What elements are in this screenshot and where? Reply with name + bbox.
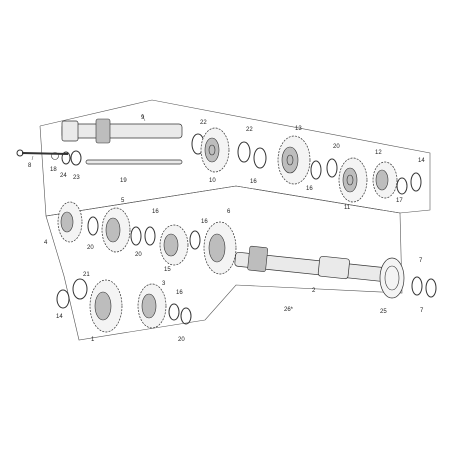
part-18-washer (51, 152, 59, 160)
callout-6: 6 (227, 209, 231, 215)
part-20-washer-b (87, 216, 99, 236)
callout-26: 26* (284, 307, 294, 313)
part-20-washer-d (180, 307, 192, 325)
callout-24: 24 (60, 173, 67, 179)
part-13-gear (277, 135, 311, 185)
callout-3: 3 (162, 281, 166, 287)
callout-14-b: 14 (56, 314, 63, 320)
callout-8: 8 (28, 163, 32, 169)
part-16-ring-c (144, 226, 156, 246)
part-16-ring-e (168, 303, 180, 321)
part-17-ring (396, 177, 408, 195)
callout-16-c: 16 (152, 209, 159, 215)
part-19-rod (85, 159, 183, 165)
callout-16-a: 16 (250, 179, 257, 185)
part-16-ring-a (253, 147, 267, 169)
callout-25: 25 (380, 309, 387, 315)
part-10-gear (200, 127, 230, 173)
part-2-main-shaft (234, 245, 386, 282)
callout-15: 15 (164, 267, 171, 273)
part-1-gear (89, 279, 123, 333)
callout-4: 4 (44, 240, 48, 246)
part-16-ring-d (189, 230, 201, 250)
part-3-gear (137, 283, 167, 329)
callout-22-a: 22 (200, 120, 207, 126)
callout-9: 9 (141, 115, 145, 121)
part-7-clip-b (425, 278, 437, 298)
part-24-washer (61, 151, 71, 165)
part-22-ring-b (237, 141, 251, 163)
part-25-seal (379, 257, 405, 299)
callout-23: 23 (73, 175, 80, 181)
part-20-washer-c (130, 226, 142, 246)
callout-12: 12 (375, 150, 382, 156)
part-14-circlip-a (410, 172, 422, 192)
callout-16-d: 16 (201, 219, 208, 225)
callout-20-b: 20 (87, 245, 94, 251)
callout-16-b: 16 (306, 186, 313, 192)
callout-10: 10 (209, 178, 216, 184)
part-9-upper-shaft (61, 113, 183, 144)
callout-20-a: 20 (333, 144, 340, 150)
callout-7-b: 7 (420, 308, 424, 314)
callout-1: 1 (91, 337, 95, 343)
callout-16-e: 16 (176, 290, 183, 296)
part-14-circlip-b (56, 289, 70, 309)
part-5-gear (101, 207, 131, 253)
callout-2: 2 (312, 288, 316, 294)
callout-5: 5 (121, 198, 125, 204)
part-16-ring-b (310, 160, 322, 180)
upper-assembly-frame (39, 99, 431, 217)
callout-22-b: 22 (246, 127, 253, 133)
part-11-gear (338, 157, 368, 203)
part-21-ring (72, 278, 88, 300)
callout-17: 17 (396, 198, 403, 204)
callout-14-a: 14 (418, 158, 425, 164)
callout-20-d: 20 (178, 337, 185, 343)
part-4-gear (57, 201, 83, 243)
part-7-clip-a (411, 276, 423, 296)
callout-19: 19 (120, 178, 127, 184)
callout-18: 18 (50, 167, 57, 173)
part-15-gear (159, 224, 189, 266)
callout-7-a: 7 (419, 258, 423, 264)
callout-11: 11 (344, 205, 351, 211)
part-23-spacer (70, 150, 82, 166)
callout-13: 13 (295, 126, 302, 132)
part-6-gear (203, 221, 237, 275)
callout-21: 21 (83, 272, 90, 278)
callout-20-c: 20 (135, 252, 142, 258)
part-8-pin (16, 149, 69, 161)
part-20-washer-a (326, 158, 338, 178)
part-12-gear (372, 161, 398, 199)
